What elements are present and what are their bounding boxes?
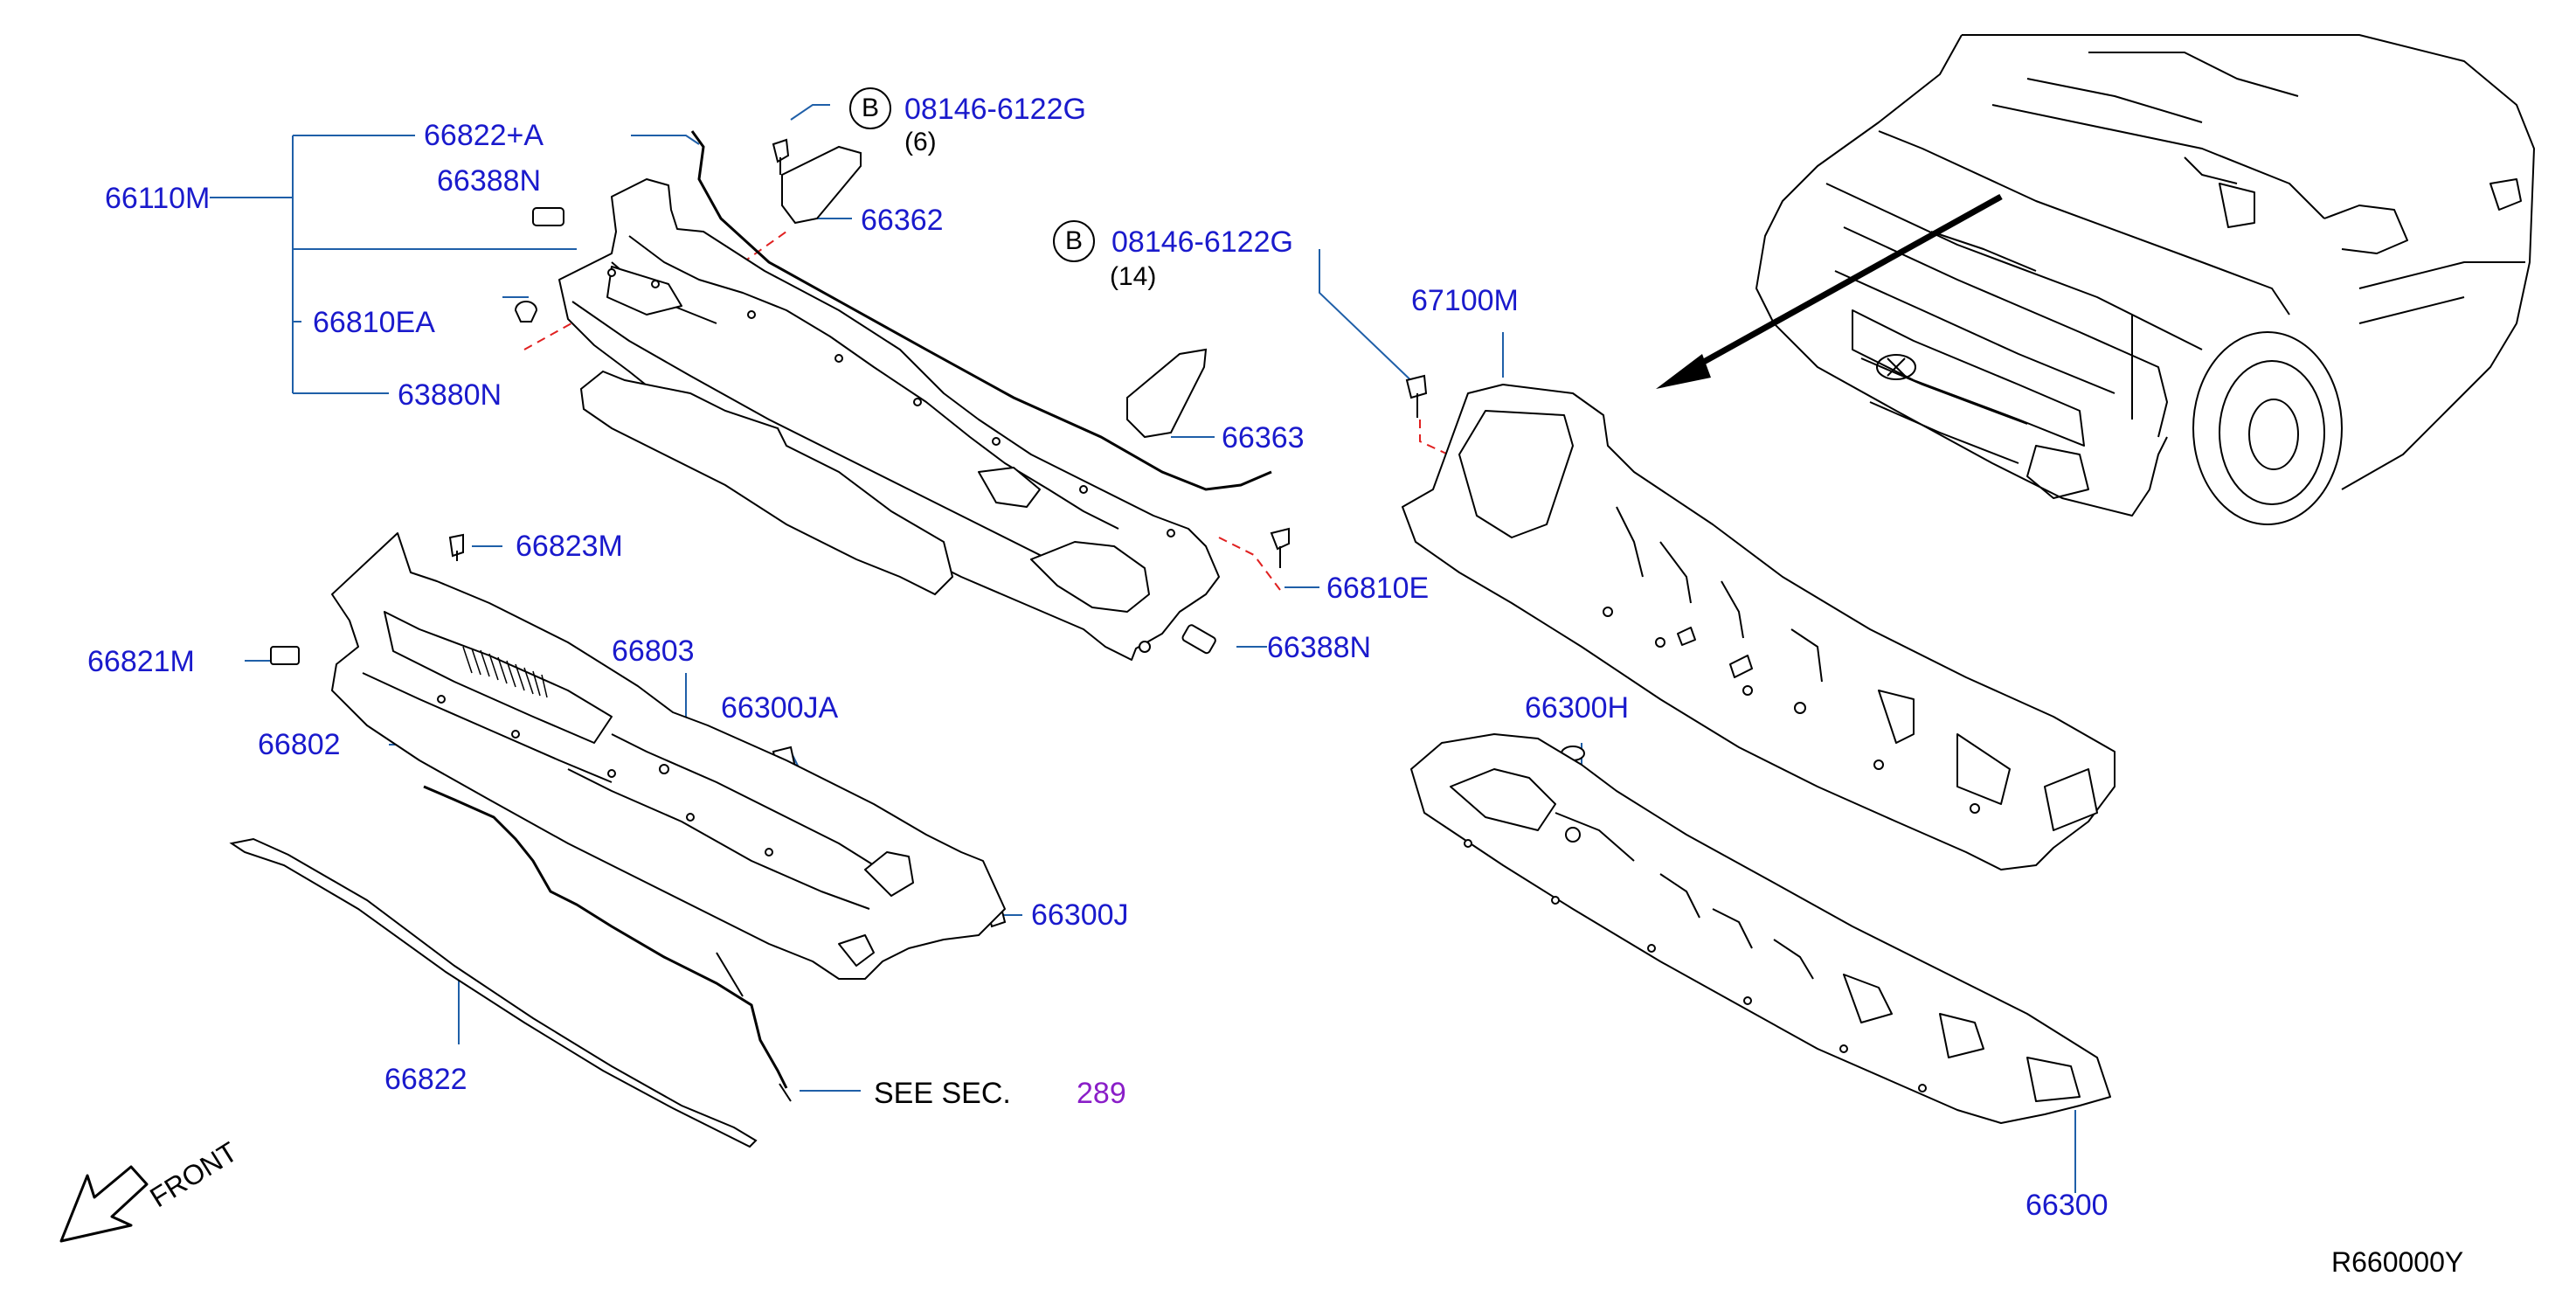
label-66388N-lower: 66388N (1267, 631, 1372, 664)
label-66810E: 66810E (1326, 572, 1430, 605)
label-66300: 66300 (2025, 1189, 2109, 1222)
label-66821M: 66821M (87, 645, 195, 678)
label-66363: 66363 (1222, 421, 1305, 454)
washer-hose-lower (423, 785, 788, 1089)
cowl-lower-panel (1410, 733, 2111, 1124)
washer-hose-lower-tip (716, 952, 792, 1102)
label-66300J: 66300J (1031, 898, 1129, 932)
label-see-sec: SEE SEC. (874, 1077, 1011, 1110)
label-67100M: 67100M (1411, 284, 1519, 317)
label-bolt-08146-6122G-1: 08146-6122G (904, 93, 1086, 126)
cowl-top-insulator (1402, 384, 2116, 870)
label-66810EA: 66810EA (313, 306, 435, 339)
front-arrow-icon (59, 1165, 149, 1243)
label-66802: 66802 (258, 728, 341, 761)
link-section-289[interactable]: 289 (1077, 1077, 1126, 1110)
lower-cowl-panel (331, 532, 1006, 980)
diagram-code: R660000Y (2331, 1246, 2464, 1278)
label-66822: 66822 (384, 1063, 467, 1096)
seal-strip-lower (229, 837, 758, 1148)
label-bolt-08146-6122G-2: 08146-6122G (1111, 225, 1293, 259)
seal-strip (579, 370, 954, 596)
washer-hose-upper (690, 130, 1272, 491)
label-66822-plus-a: 66822+A (424, 119, 544, 152)
label-66362: 66362 (861, 204, 944, 237)
label-66823M: 66823M (516, 530, 623, 563)
label-bolt-qty-14: (14) (1110, 262, 1157, 291)
label-66300JA: 66300JA (721, 691, 839, 725)
label-66300H: 66300H (1525, 691, 1630, 725)
bolt-ref-circle-1: B (849, 87, 891, 129)
upper-cowl-panel (558, 178, 1220, 661)
location-arrow (1656, 193, 2003, 389)
label-66388N-upper: 66388N (437, 164, 542, 198)
brackets (781, 145, 1208, 439)
label-66803: 66803 (612, 635, 695, 668)
vehicle-outline (1755, 34, 2535, 525)
label-63880N: 63880N (398, 378, 502, 412)
label-66110M: 66110M (105, 182, 211, 215)
bolt-ref-circle-2: B (1053, 220, 1095, 262)
label-bolt-qty-6: (6) (904, 128, 937, 156)
